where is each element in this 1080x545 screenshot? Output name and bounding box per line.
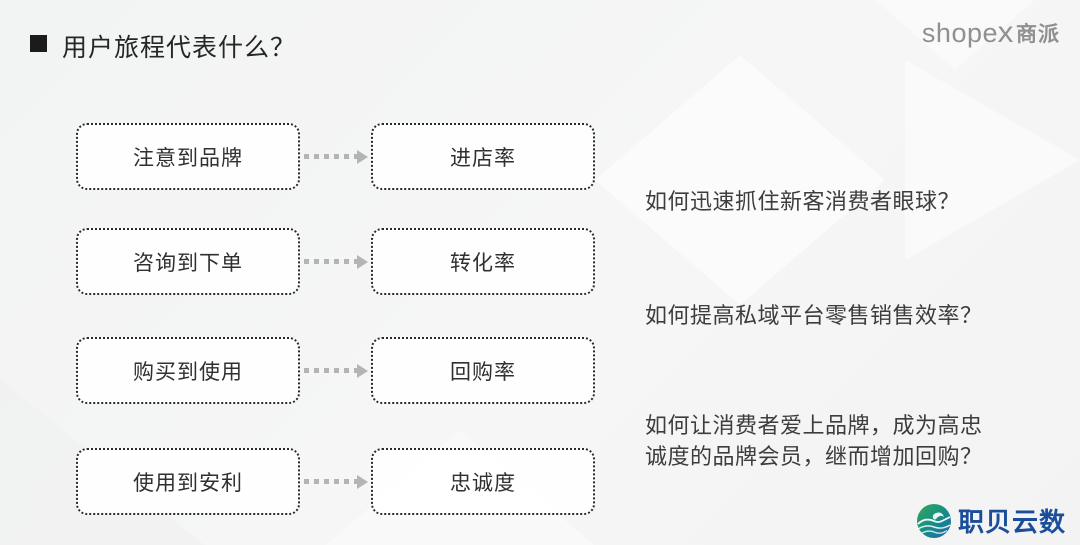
journey-stage-box: 使用到安利 — [76, 448, 300, 515]
shopex-cn-name: 商派 — [1016, 23, 1060, 46]
journey-metric-box: 进店率 — [371, 123, 595, 190]
journey-row-1: 注意到品牌 进店率 — [76, 123, 595, 190]
journey-metric-box: 回购率 — [371, 337, 595, 404]
journey-row-4: 使用到安利 忠诚度 — [76, 448, 595, 515]
stage-label: 注意到品牌 — [133, 146, 243, 170]
zhibei-yunshu-logo: 职贝云数 — [916, 502, 1066, 539]
arrow-dash — [304, 259, 357, 264]
arrow-dash — [304, 368, 357, 373]
arrow-head — [357, 363, 368, 378]
zhibei-logo-text: 职贝云数 — [957, 507, 1066, 537]
stage-label: 购买到使用 — [133, 360, 243, 384]
arrow-head — [357, 254, 368, 269]
arrow-head — [357, 149, 368, 164]
journey-stage-box: 注意到品牌 — [76, 123, 300, 190]
square-bullet-icon — [30, 35, 47, 52]
journey-metric-box: 忠诚度 — [371, 448, 595, 515]
journey-metric-box: 转化率 — [371, 228, 595, 295]
dotted-arrow-right-icon — [304, 448, 368, 515]
shopex-wordmark: shope — [921, 17, 998, 48]
arrow-dash — [304, 479, 357, 484]
journey-row-3: 购买到使用 回购率 — [76, 337, 595, 404]
slide-header: 用户旅程代表什么？ — [30, 28, 296, 64]
arrow-head — [357, 474, 368, 489]
metric-label: 回购率 — [450, 360, 516, 384]
shopex-x-mark: x — [997, 16, 1014, 49]
metric-label: 忠诚度 — [450, 471, 516, 495]
background-triangle-shape — [905, 60, 1080, 260]
metric-label: 进店率 — [450, 146, 516, 170]
arrow-dash — [304, 154, 357, 159]
dotted-arrow-right-icon — [304, 228, 368, 295]
journey-stage-box: 购买到使用 — [76, 337, 300, 404]
page-title: 用户旅程代表什么？ — [62, 34, 297, 62]
dotted-arrow-right-icon — [304, 123, 368, 190]
dotted-arrow-right-icon — [304, 337, 368, 404]
journey-stage-box: 咨询到下单 — [76, 228, 300, 295]
metric-label: 转化率 — [450, 251, 516, 275]
journey-row-2: 咨询到下单 转化率 — [76, 228, 595, 295]
question-text-3: 如何让消费者爱上品牌，成为高忠诚度的品牌会员，继而增加回购？ — [645, 413, 983, 469]
question-text-2: 如何提高私域平台零售销售效率？ — [645, 303, 983, 328]
stage-label: 咨询到下单 — [133, 251, 243, 275]
background-diamond-shape — [595, 55, 885, 305]
question-text-1: 如何迅速抓住新客消费者眼球？ — [645, 189, 961, 214]
shopex-logo: shope x 商派 — [922, 16, 1060, 50]
stage-label: 使用到安利 — [133, 471, 243, 495]
wave-globe-icon — [916, 503, 951, 538]
